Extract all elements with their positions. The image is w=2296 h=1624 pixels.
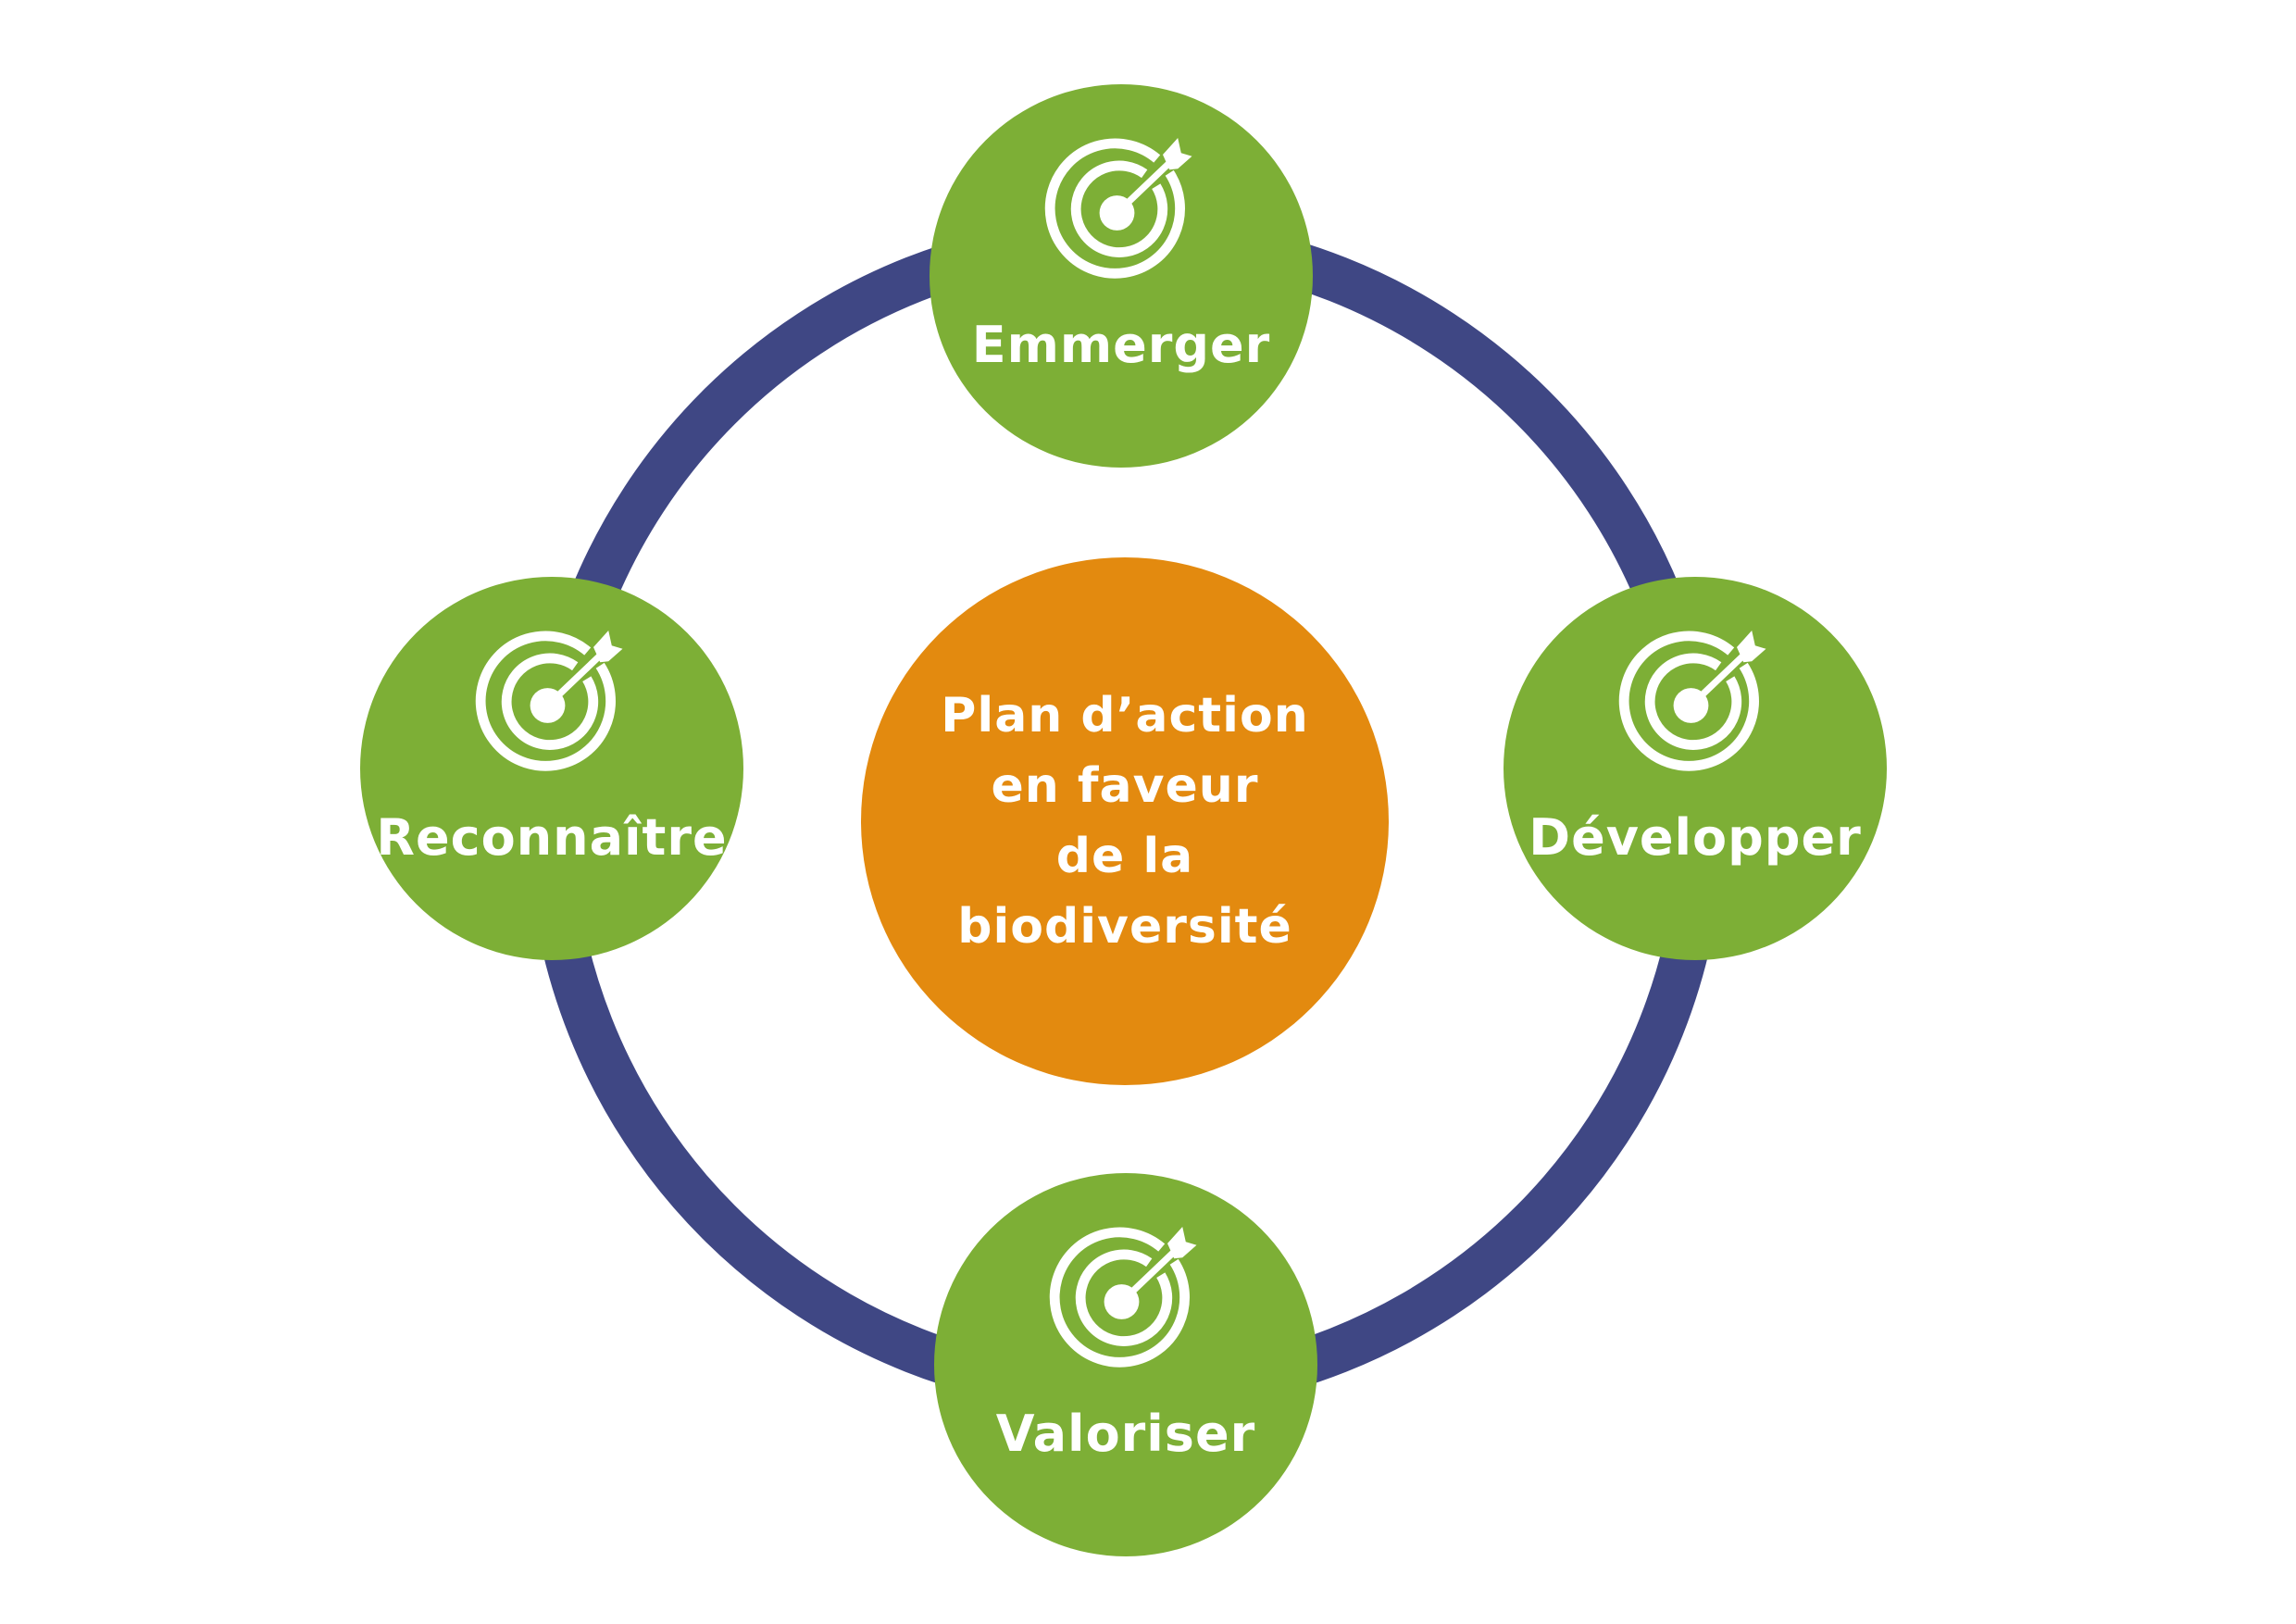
target-arrow-icon — [475, 631, 623, 771]
node-emmerger: Emmerger — [930, 84, 1313, 468]
target-arrow-icon — [1618, 631, 1766, 771]
node-label: Emmerger — [971, 316, 1271, 374]
center-title: Plan d’action en faveur de la biodiversi… — [941, 681, 1308, 962]
center-title-line: Plan d’action — [941, 688, 1309, 743]
node-developper: Développer — [1504, 577, 1887, 960]
center-circle: Plan d’action en faveur de la biodiversi… — [861, 557, 1389, 1085]
node-label: Valoriser — [995, 1405, 1256, 1463]
node-label: Développer — [1529, 808, 1862, 867]
center-title-line: biodiversité — [957, 899, 1292, 955]
center-title-line: de la — [1055, 829, 1194, 884]
node-label: Reconnaître — [376, 808, 728, 867]
target-arrow-icon — [1049, 1227, 1197, 1368]
node-reconnaitre: Reconnaître — [360, 577, 743, 960]
center-title-line: en faveur — [991, 758, 1259, 814]
target-arrow-icon — [1044, 138, 1192, 279]
node-valoriser: Valoriser — [934, 1173, 1317, 1556]
